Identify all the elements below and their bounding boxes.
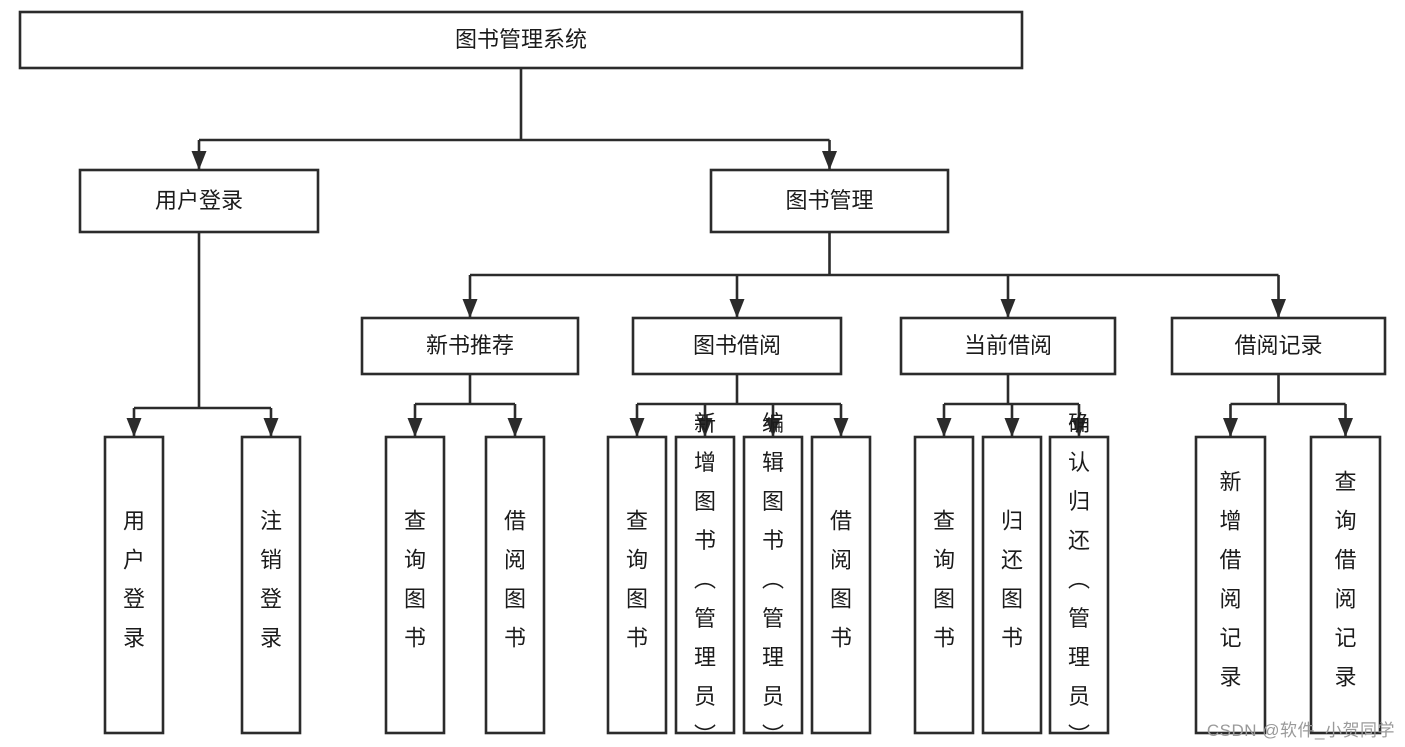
leaf-box[interactable] bbox=[810, 435, 872, 735]
arrow-head-icon bbox=[1071, 418, 1087, 437]
arrow-head-icon bbox=[1271, 299, 1286, 318]
leaf-node[interactable]: 归还图书 bbox=[981, 435, 1043, 735]
leaf-node[interactable]: 查询图书 bbox=[606, 435, 668, 735]
arrow-head-icon bbox=[1004, 418, 1020, 437]
level3-node[interactable]: 借阅记录 bbox=[1170, 316, 1387, 376]
level2-label: 用户登录 bbox=[155, 188, 243, 213]
level3-node[interactable]: 当前借阅 bbox=[899, 316, 1117, 376]
level2-node[interactable]: 用户登录 bbox=[78, 168, 320, 234]
arrow-head-icon bbox=[1000, 299, 1016, 318]
leaf-node[interactable]: 编辑图书︵管理员︶ bbox=[742, 411, 804, 747]
root-box[interactable] bbox=[18, 10, 1024, 70]
leaf-box[interactable] bbox=[674, 435, 736, 735]
arrow-head-icon bbox=[629, 418, 645, 437]
node-layer: 图书管理系统用户登录图书管理新书推荐图书借阅当前借阅借阅记录用户登录注销登录查询… bbox=[18, 10, 1387, 747]
root-node[interactable]: 图书管理系统 bbox=[18, 10, 1024, 70]
leaf-box[interactable] bbox=[1194, 435, 1267, 735]
level3-label: 新书推荐 bbox=[426, 333, 514, 358]
arrow-head-icon bbox=[1338, 418, 1353, 437]
leaf-label: 查询图书 bbox=[933, 509, 955, 651]
leaf-node[interactable]: 借阅图书 bbox=[484, 435, 546, 735]
leaf-label: 查询图书 bbox=[626, 509, 648, 651]
leaf-label: 新增图书︵管理员︶ bbox=[694, 411, 716, 747]
leaf-node[interactable]: 查询图书 bbox=[384, 435, 446, 735]
arrow-head-icon bbox=[1223, 418, 1238, 437]
leaf-box[interactable] bbox=[1048, 435, 1110, 735]
leaf-box[interactable] bbox=[484, 435, 546, 735]
leaf-box[interactable] bbox=[742, 435, 804, 735]
leaf-label: 借阅图书 bbox=[504, 509, 526, 651]
connector-layer bbox=[126, 68, 1353, 437]
arrow-head-icon bbox=[765, 418, 781, 437]
leaf-label: 查询图书 bbox=[404, 509, 426, 651]
leaf-label: 新增借阅记录 bbox=[1219, 470, 1241, 690]
leaf-node[interactable]: 确认归还︵管理员︶ bbox=[1048, 411, 1110, 747]
leaf-node[interactable]: 用户登录 bbox=[103, 435, 165, 735]
leaf-box[interactable] bbox=[384, 435, 446, 735]
arrow-head-icon bbox=[263, 418, 279, 437]
level3-label: 当前借阅 bbox=[964, 333, 1052, 358]
level2-box[interactable] bbox=[78, 168, 320, 234]
level3-label: 图书借阅 bbox=[693, 333, 781, 358]
level3-box[interactable] bbox=[631, 316, 843, 376]
leaf-label: 用户登录 bbox=[123, 509, 145, 651]
level3-node[interactable]: 图书借阅 bbox=[631, 316, 843, 376]
arrow-head-icon bbox=[729, 299, 745, 318]
leaf-label: 查询借阅记录 bbox=[1334, 470, 1356, 690]
arrow-head-icon bbox=[697, 418, 713, 437]
leaf-label: 归还图书 bbox=[1001, 509, 1023, 651]
leaf-label: 注销登录 bbox=[260, 509, 282, 651]
arrow-head-icon bbox=[126, 418, 142, 437]
leaf-node[interactable]: 注销登录 bbox=[240, 435, 302, 735]
arrow-head-icon bbox=[407, 418, 423, 437]
arrow-head-icon bbox=[191, 151, 207, 170]
leaf-box[interactable] bbox=[913, 435, 975, 735]
arrow-head-icon bbox=[936, 418, 952, 437]
root-label: 图书管理系统 bbox=[455, 27, 587, 52]
level2-node[interactable]: 图书管理 bbox=[709, 168, 950, 234]
leaf-node[interactable]: 借阅图书 bbox=[810, 435, 872, 735]
leaf-box[interactable] bbox=[981, 435, 1043, 735]
leaf-node[interactable]: 查询图书 bbox=[913, 435, 975, 735]
arrow-head-icon bbox=[822, 151, 837, 170]
leaf-box[interactable] bbox=[1309, 435, 1382, 735]
leaf-label: 借阅图书 bbox=[830, 509, 852, 651]
arrow-head-icon bbox=[462, 299, 478, 318]
leaf-node[interactable]: 新增借阅记录 bbox=[1194, 435, 1267, 735]
level3-box[interactable] bbox=[360, 316, 580, 376]
level2-label: 图书管理 bbox=[785, 188, 873, 213]
leaf-box[interactable] bbox=[240, 435, 302, 735]
leaf-node[interactable]: 查询借阅记录 bbox=[1309, 435, 1382, 735]
leaf-box[interactable] bbox=[606, 435, 668, 735]
leaf-label: 确认归还︵管理员︶ bbox=[1068, 411, 1090, 747]
arrow-head-icon bbox=[833, 418, 849, 437]
leaf-label: 编辑图书︵管理员︶ bbox=[762, 411, 784, 747]
level3-box[interactable] bbox=[1170, 316, 1387, 376]
level3-label: 借阅记录 bbox=[1234, 333, 1322, 358]
level3-box[interactable] bbox=[899, 316, 1117, 376]
leaf-box[interactable] bbox=[103, 435, 165, 735]
leaf-node[interactable]: 新增图书︵管理员︶ bbox=[674, 411, 736, 747]
level3-node[interactable]: 新书推荐 bbox=[360, 316, 580, 376]
level2-box[interactable] bbox=[709, 168, 950, 234]
arrow-head-icon bbox=[507, 418, 523, 437]
